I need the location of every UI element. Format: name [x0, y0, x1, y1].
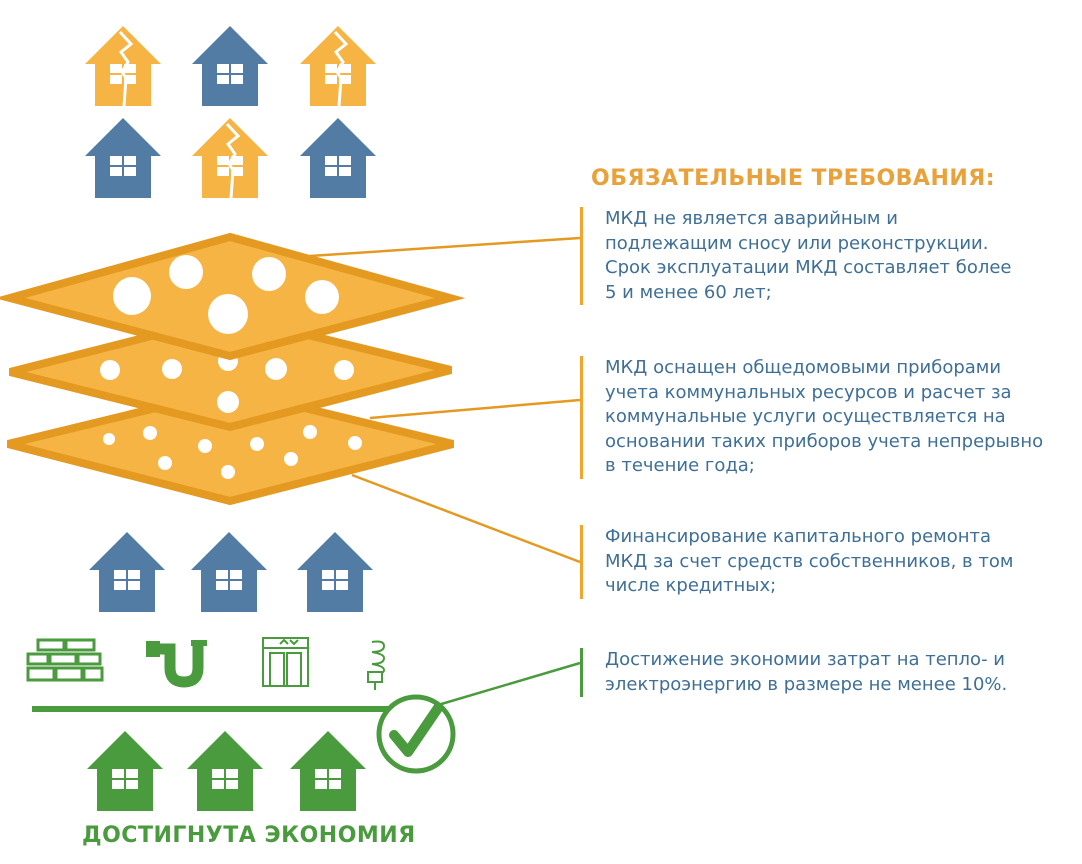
house-icon	[192, 26, 268, 106]
house-icon	[191, 532, 267, 612]
cracked-house-icon	[83, 24, 163, 108]
cracked-house-icon	[298, 24, 378, 108]
requirement-1: МКД не является аварийным и подлежащим с…	[580, 207, 1012, 305]
requirement-line: Финансирование капитального ремонта	[605, 526, 992, 547]
requirement-line: Достижение экономии затрат на тепло- и	[605, 649, 1005, 670]
requirement-line: МКД за счет средств собственников, в том	[605, 550, 1014, 572]
cracked-house-icon	[190, 116, 270, 200]
requirement-line: числе кредитных;	[605, 575, 777, 596]
checkmark-icon	[376, 694, 456, 774]
house-icon	[187, 731, 263, 811]
requirement-line: основании таких приборов учета непрерывн…	[605, 430, 1044, 452]
requirement-line: Срок эксплуатации МКД составляет более	[605, 257, 1012, 278]
house-icon	[87, 731, 163, 811]
house-icon	[89, 532, 165, 612]
cheese-layers-icon	[0, 232, 466, 506]
requirement-line: коммунальные услуги осуществляется на	[605, 406, 1006, 427]
requirements-heading: ОБЯЗАТЕЛЬНЫЕ ТРЕБОВАНИЯ:	[591, 166, 996, 191]
requirement-line: в течение года;	[605, 455, 755, 476]
house-icon	[85, 118, 161, 198]
requirement-line: электроэнергию в размере не менее 10%.	[605, 673, 1008, 695]
house-icon	[290, 731, 366, 811]
efficient-houses	[87, 731, 366, 811]
requirement-4: Достижение экономии затрат на тепло- и э…	[580, 648, 1007, 697]
pipe-icon	[146, 640, 207, 688]
requirement-line: подлежащим сносу или реконструкции.	[605, 232, 989, 254]
requirement-line: учета коммунальных ресурсов и расчет за	[605, 381, 1012, 403]
savings-achieved-label: ДОСТИГНУТА ЭКОНОМИЯ	[82, 823, 416, 848]
old-houses	[83, 24, 378, 200]
requirement-line: МКД не является аварийным и	[605, 208, 898, 229]
elevator-icon	[262, 637, 309, 687]
brick-wall-icon	[26, 638, 104, 682]
repair-houses	[89, 532, 373, 612]
house-icon	[297, 532, 373, 612]
connector-lines	[309, 236, 581, 707]
house-icon	[300, 118, 376, 198]
requirement-line: МКД оснащен общедомовыми приборами	[605, 357, 1002, 378]
requirement-2: МКД оснащен общедомовыми приборами учета…	[580, 356, 1043, 479]
requirement-line: 5 и менее 60 лет;	[605, 281, 772, 303]
energy-saving-bulb-icon	[367, 640, 386, 690]
requirement-3: Финансирование капитального ремонта МКД …	[580, 525, 1013, 599]
